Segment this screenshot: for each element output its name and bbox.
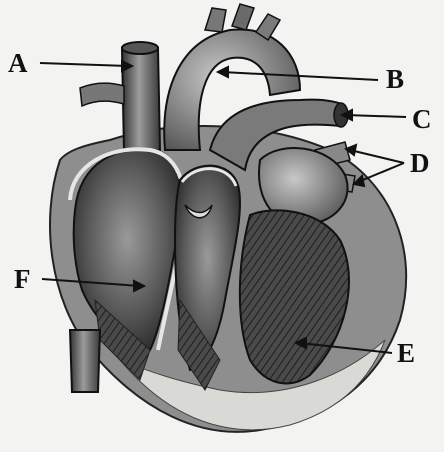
label-a: A	[8, 50, 28, 77]
label-f: F	[14, 266, 31, 293]
label-e: E	[397, 340, 415, 367]
label-b: B	[386, 66, 404, 93]
inferior-vena-cava	[70, 330, 100, 392]
label-d: D	[410, 150, 430, 177]
label-c: C	[412, 106, 432, 133]
